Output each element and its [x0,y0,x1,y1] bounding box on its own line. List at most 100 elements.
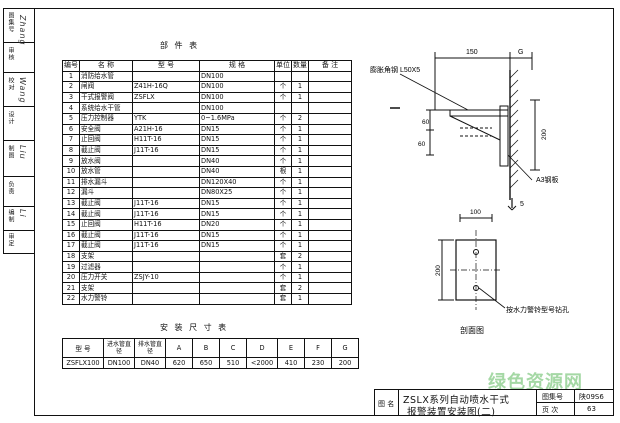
table-cell: 1 [291,134,309,146]
table-cell [308,229,352,242]
header-cell: 名 称 [79,60,133,72]
stamp-cell: 校对 Wang [4,73,34,107]
table-cell: ZSFLX100 [62,357,104,369]
table-cell: 21 [62,282,80,295]
stamp-cell: 设计 [4,107,34,141]
table-cell: 1 [291,165,309,178]
table-cell: 漏斗 [79,187,133,199]
table-cell [308,250,352,263]
table-cell [132,282,200,295]
table-cell: 支架 [79,250,133,263]
table-cell: DN15 [199,208,275,220]
title-block: 图 名 ZSLX系列自动喷水干式 报警装置安装图(二) 图集号 陕09S6 页 … [374,389,614,418]
signature: Wang [18,77,27,104]
table-cell: DN120X40 [199,176,275,189]
table-cell [308,293,352,305]
header-cell: 型 号 [132,60,200,72]
table-cell [132,293,200,305]
table-cell: H11T-16 [132,134,200,146]
stamp-cell: 审核 [4,43,34,73]
table-cell: 20 [62,271,80,284]
table-cell: DN20 [199,218,275,231]
table-cell [308,81,352,93]
table-cell [308,165,352,178]
table-cell: 个 [274,112,292,125]
table-cell: A21H-16 [132,123,200,136]
stamp-cell: 负责 [4,177,34,207]
table-cell: 1 [291,187,309,199]
table-cell: 水力警铃 [79,293,133,305]
table-cell: 放水阀 [79,155,133,167]
table-cell [308,112,352,125]
header-cell: 编号 [62,60,80,72]
table-cell [308,271,352,284]
table-cell: 1 [291,123,309,136]
table-cell [308,197,352,210]
table-cell: 1 [291,261,309,273]
table-cell: 10 [62,165,80,178]
table-cell [132,261,200,273]
table-cell [308,144,352,157]
table-cell: 1 [291,91,309,104]
watermark: 绿色资源网 [488,372,583,393]
table-cell: DN80X25 [199,187,275,199]
install-table-header: 型 号 进水管直 径 排水管直 径 A B C D E F G [62,338,359,358]
table-cell: DN100 [199,91,275,104]
header-cell: G [331,338,359,358]
header-cell: 型 号 [62,338,104,358]
table-cell: 截止阀 [79,197,133,210]
header-cell: B [192,338,220,358]
table-cell: 1 [291,176,309,189]
table-cell: 1 [291,197,309,210]
table-cell: 截止阀 [79,240,133,252]
drawing-frame [34,8,614,416]
table-cell: 1 [291,155,309,167]
table-cell [308,208,352,220]
table-cell: 止回阀 [79,134,133,146]
table-cell: 个 [274,81,292,93]
table-cell [274,70,292,83]
table-cell: 过滤器 [79,261,133,273]
table-cell: 8 [62,144,80,157]
table-cell: 截止阀 [79,208,133,220]
drawing-title-line-1: ZSLX系列自动喷水干式 [403,395,510,406]
table-cell: 1 [291,271,309,284]
steel-plate [499,105,509,167]
table-cell: 1 [291,144,309,157]
table-cell: 19 [62,261,80,273]
page-label: 页 次 [542,406,559,414]
table-cell: J11T-16 [132,197,200,210]
table-cell: 1 [291,81,309,93]
title-label: 图 名 [378,400,395,408]
table-cell: H11T-16 [132,218,200,231]
dimension-label: G [518,49,523,56]
table-cell [308,91,352,104]
table-cell: 13 [62,197,80,210]
table-cell: 200 [331,357,359,369]
table-cell: 5 [62,112,80,125]
table-cell: 6 [62,123,80,136]
table-cell [308,282,352,295]
section-title: 剖面图 [460,325,484,335]
table-cell [132,165,200,178]
table-cell [308,134,352,146]
table-cell [199,282,275,295]
table-cell: 个 [274,261,292,273]
table-cell: 系统给水干管 [79,102,133,114]
table-cell [308,102,352,114]
table-cell [132,176,200,189]
table-cell: 230 [304,357,332,369]
table-cell: J11T-16 [132,144,200,157]
table-cell: 止回阀 [79,218,133,231]
table-cell: 个 [274,271,292,284]
stamp-label: 图集号 [7,12,14,33]
angle-steel-label: 膨胀角钢 L50X5 [370,65,420,74]
